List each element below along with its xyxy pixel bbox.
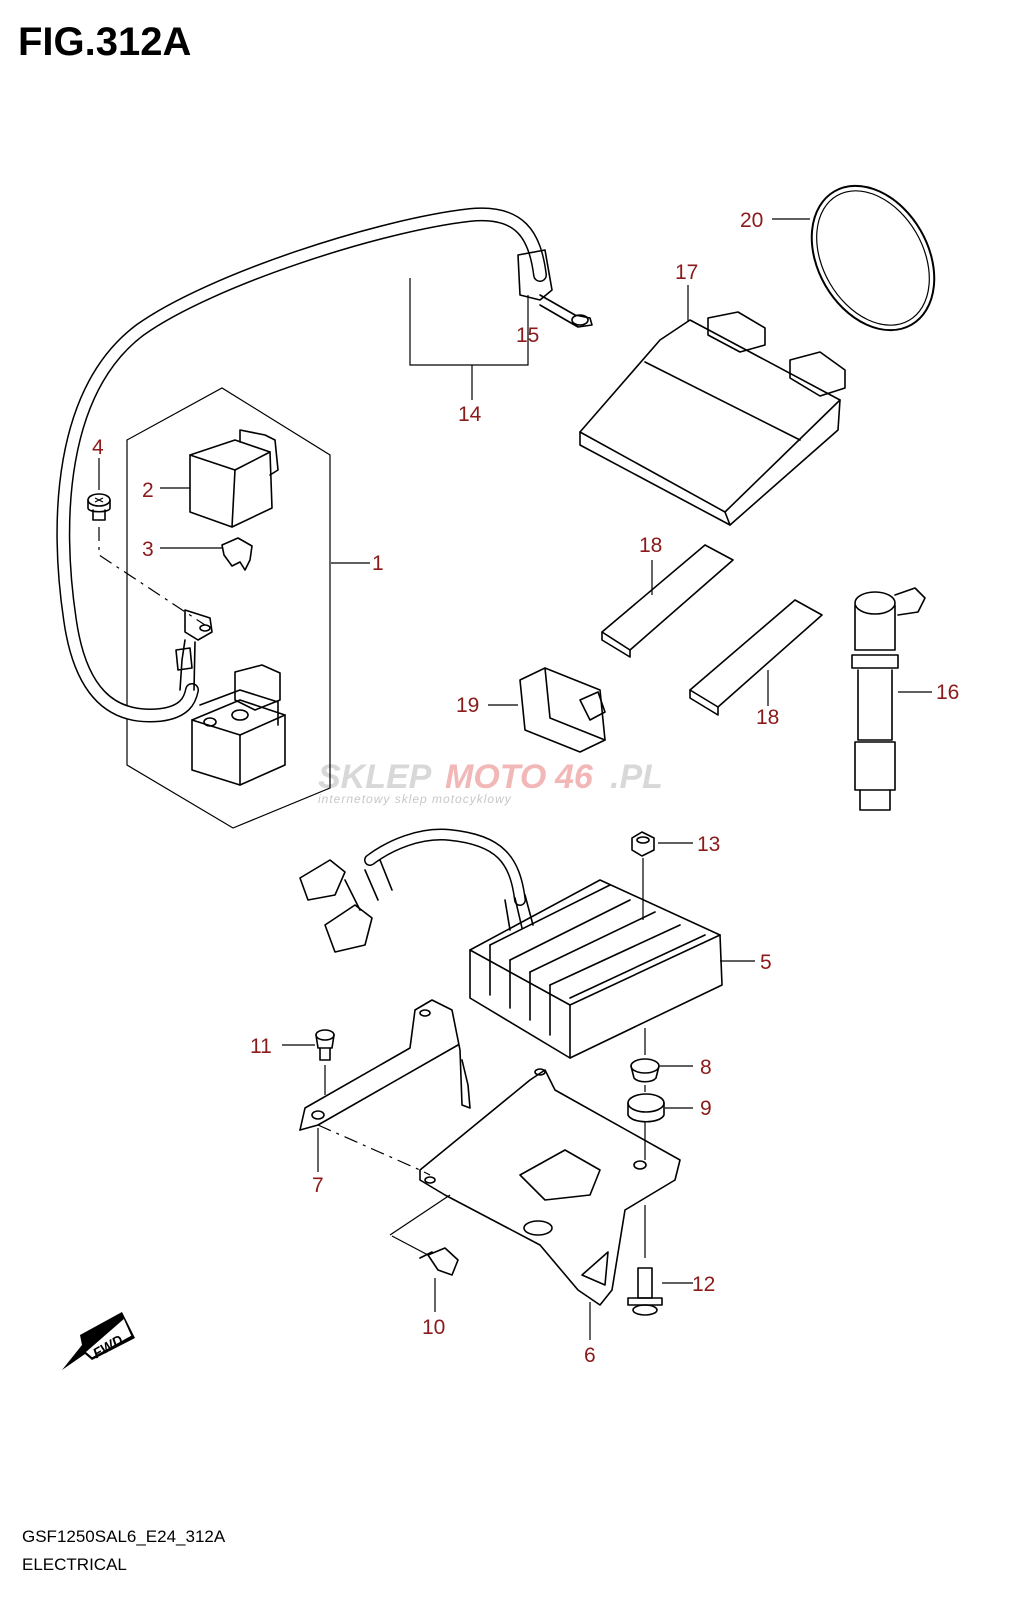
watermark-brand-a: SKLEP	[318, 758, 432, 796]
callout-20: 20	[740, 209, 763, 232]
callouts: 1 2 3 4 5 6 7 8 9 10 11 12 13 14 15 16 1…	[92, 209, 959, 1367]
guide-line-7	[317, 1124, 431, 1176]
cushion-pad-1	[601, 544, 734, 651]
fuse	[221, 537, 253, 571]
ring-terminal-hole	[571, 314, 589, 326]
callout-2: 2	[142, 479, 154, 502]
guide-line-4	[98, 527, 206, 626]
watermark-tagline: internetowy sklep motocyklowy	[318, 792, 512, 806]
callout-7: 7	[312, 1174, 324, 1197]
fwd-arrow-icon: FWD	[62, 1312, 135, 1370]
leader-14	[409, 278, 529, 400]
callout-13: 13	[697, 833, 720, 856]
leader-lines	[98, 218, 932, 1340]
regulator-harness	[299, 828, 534, 953]
callout-8: 8	[700, 1056, 712, 1079]
watermark-brand-d: .PL	[610, 758, 663, 796]
ecm-unit	[579, 311, 846, 526]
starter-relay	[175, 609, 286, 786]
callout-5: 5	[760, 951, 772, 974]
callout-12: 12	[692, 1273, 715, 1296]
callout-14: 14	[458, 403, 482, 426]
bolt-11	[315, 1029, 335, 1061]
bolt-10	[419, 1247, 459, 1276]
relay-cover	[189, 429, 279, 528]
cushion-8	[630, 1058, 660, 1083]
watermark-brand-c: 46	[554, 758, 594, 796]
figure-code: GSF1250SAL6_E24_312A	[22, 1527, 226, 1546]
callout-15: 15	[516, 324, 539, 347]
regulator-rectifier	[469, 879, 723, 1059]
cushion-9	[627, 1093, 665, 1123]
callout-4: 4	[92, 436, 104, 459]
bolt-12	[627, 1267, 663, 1316]
bolt-13	[631, 831, 655, 857]
watermark: SKLEP MOTO 46 .PL internetowy sklep moto…	[318, 758, 663, 806]
relay-screw	[87, 493, 111, 521]
bracket-6	[419, 1068, 681, 1306]
callout-6: 6	[584, 1344, 596, 1367]
callout-3: 3	[142, 538, 154, 561]
section-name: ELECTRICAL	[22, 1555, 127, 1574]
callout-11: 11	[250, 1035, 272, 1058]
callout-10: 10	[422, 1316, 445, 1339]
ring-terminal	[539, 294, 593, 328]
figure-title: FIG.312A	[18, 20, 192, 64]
relay-assembly-outline	[126, 387, 331, 829]
callout-17: 17	[675, 261, 698, 284]
battery-cable-inner	[57, 208, 546, 722]
callout-16: 16	[936, 681, 959, 704]
callout-9: 9	[700, 1097, 712, 1120]
battery-cable	[56, 207, 547, 723]
guide-line-10	[389, 1194, 451, 1256]
callout-18a: 18	[639, 534, 662, 557]
watermark-brand-b: MOTO	[445, 758, 546, 796]
callout-19: 19	[456, 694, 479, 717]
o-ring	[810, 184, 936, 332]
ignition-coil	[851, 587, 926, 811]
callout-1: 1	[372, 552, 384, 575]
connector-19	[519, 667, 606, 753]
callout-18b: 18	[756, 706, 779, 729]
cable-terminal-boot	[517, 249, 553, 301]
cushion-pad-2	[689, 599, 823, 708]
